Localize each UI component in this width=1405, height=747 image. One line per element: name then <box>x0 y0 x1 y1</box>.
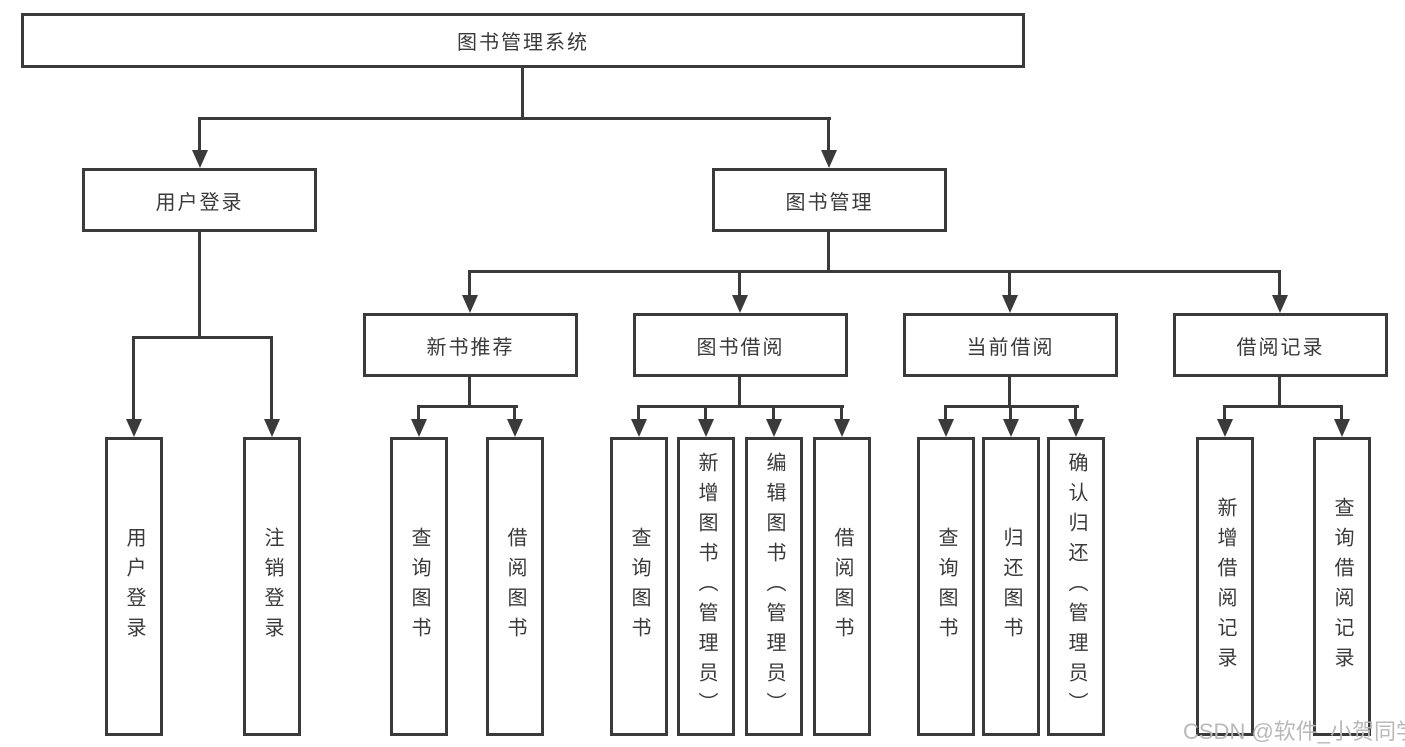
node-label: 新增借阅记录 <box>1214 496 1236 677</box>
leaf-recommend-query-books: 查询图书 <box>390 437 448 736</box>
node-new-book-recommendation: 新书推荐 <box>363 313 578 377</box>
arrow-down-icon <box>1003 419 1019 437</box>
connector-line <box>1340 405 1343 422</box>
node-label: 用户登录 <box>155 191 244 214</box>
connector-line <box>637 405 844 408</box>
connector-line <box>198 117 201 153</box>
arrow-down-icon <box>507 419 523 437</box>
node-label: 新书推荐 <box>426 336 515 359</box>
connector-line <box>827 232 830 273</box>
node-library-management-system: 图书管理系统 <box>21 13 1025 68</box>
node-book-management: 图书管理 <box>712 168 947 232</box>
connector-line <box>738 270 741 298</box>
connector-line <box>417 405 518 408</box>
connector-line <box>704 405 707 422</box>
arrow-down-icon <box>264 419 280 437</box>
arrow-down-icon <box>1272 295 1288 313</box>
connector-line <box>1223 405 1343 408</box>
arrow-down-icon <box>834 419 850 437</box>
leaf-records-query-record: 查询借阅记录 <box>1313 437 1371 736</box>
csdn-watermark: CSDN @软件_小贺同学 <box>1183 719 1405 744</box>
node-current-borrowing: 当前借阅 <box>903 313 1118 377</box>
arrow-down-icon <box>1217 419 1233 437</box>
node-label: 借阅图书 <box>504 526 526 647</box>
connector-line <box>1223 405 1226 422</box>
connector-line <box>521 68 524 120</box>
leaf-borrow-add-books-admin: 新增图书（管理员） <box>677 437 735 736</box>
arrow-down-icon <box>631 419 647 437</box>
connector-line <box>1009 405 1012 422</box>
node-label: 归还图书 <box>1000 526 1022 647</box>
connector-line <box>198 232 201 339</box>
node-label: 注销登录 <box>261 526 283 647</box>
leaf-borrow-edit-books-admin: 编辑图书（管理员） <box>745 437 803 736</box>
connector-line <box>827 117 830 153</box>
connector-line <box>513 405 516 422</box>
node-label: 查询图书 <box>628 526 650 647</box>
arrow-down-icon <box>1002 295 1018 313</box>
connector-line <box>417 405 420 422</box>
connector-line <box>944 405 947 422</box>
node-label: 确认归还（管理员） <box>1065 451 1087 722</box>
connector-line <box>637 405 640 422</box>
connector-line <box>772 405 775 422</box>
node-label: 图书借阅 <box>696 336 785 359</box>
arrow-down-icon <box>1068 419 1084 437</box>
node-label: 查询借阅记录 <box>1331 496 1353 677</box>
arrow-down-icon <box>698 419 714 437</box>
node-label: 查询图书 <box>408 526 430 647</box>
leaf-current-confirm-return-admin: 确认归还（管理员） <box>1047 437 1105 736</box>
leaf-recommend-borrow-books: 借阅图书 <box>486 437 544 736</box>
node-label: 查询图书 <box>935 526 957 647</box>
node-label: 图书管理 <box>785 191 874 214</box>
node-label: 借阅记录 <box>1236 336 1325 359</box>
node-borrowing-records: 借阅记录 <box>1173 313 1388 377</box>
leaf-current-query-books: 查询图书 <box>917 437 975 736</box>
arrow-down-icon <box>766 419 782 437</box>
node-label: 借阅图书 <box>831 526 853 647</box>
leaf-records-add-record: 新增借阅记录 <box>1196 437 1254 736</box>
connector-line <box>198 117 831 120</box>
leaf-borrow-query-books: 查询图书 <box>610 437 668 736</box>
arrow-down-icon <box>821 150 837 168</box>
arrow-down-icon <box>192 150 208 168</box>
connector-line <box>132 336 135 422</box>
arrow-down-icon <box>462 295 478 313</box>
node-label: 编辑图书（管理员） <box>763 451 785 722</box>
leaf-current-return-books: 归还图书 <box>982 437 1040 736</box>
connector-line <box>738 377 741 408</box>
connector-line <box>1278 270 1281 298</box>
arrow-down-icon <box>938 419 954 437</box>
node-label: 新增图书（管理员） <box>695 451 717 722</box>
leaf-user-login: 用户登录 <box>105 437 163 736</box>
arrow-down-icon <box>732 295 748 313</box>
arrow-down-icon <box>411 419 427 437</box>
node-label: 当前借阅 <box>966 336 1055 359</box>
connector-line <box>270 336 273 422</box>
connector-line <box>468 270 471 298</box>
connector-line <box>132 336 273 339</box>
connector-line <box>840 405 843 422</box>
connector-line <box>468 270 1281 273</box>
leaf-logout: 注销登录 <box>243 437 301 736</box>
node-label: 用户登录 <box>123 526 145 647</box>
node-user-login: 用户登录 <box>82 168 317 232</box>
connector-line <box>1008 377 1011 408</box>
node-label: 图书管理系统 <box>457 32 589 54</box>
connector-line <box>468 377 471 408</box>
leaf-borrow-borrow-books: 借阅图书 <box>813 437 871 736</box>
connector-line <box>1278 377 1281 408</box>
node-book-borrowing: 图书借阅 <box>633 313 848 377</box>
arrow-down-icon <box>1334 419 1350 437</box>
arrow-down-icon <box>126 419 142 437</box>
connector-line <box>1008 270 1011 298</box>
connector-line <box>1074 405 1077 422</box>
